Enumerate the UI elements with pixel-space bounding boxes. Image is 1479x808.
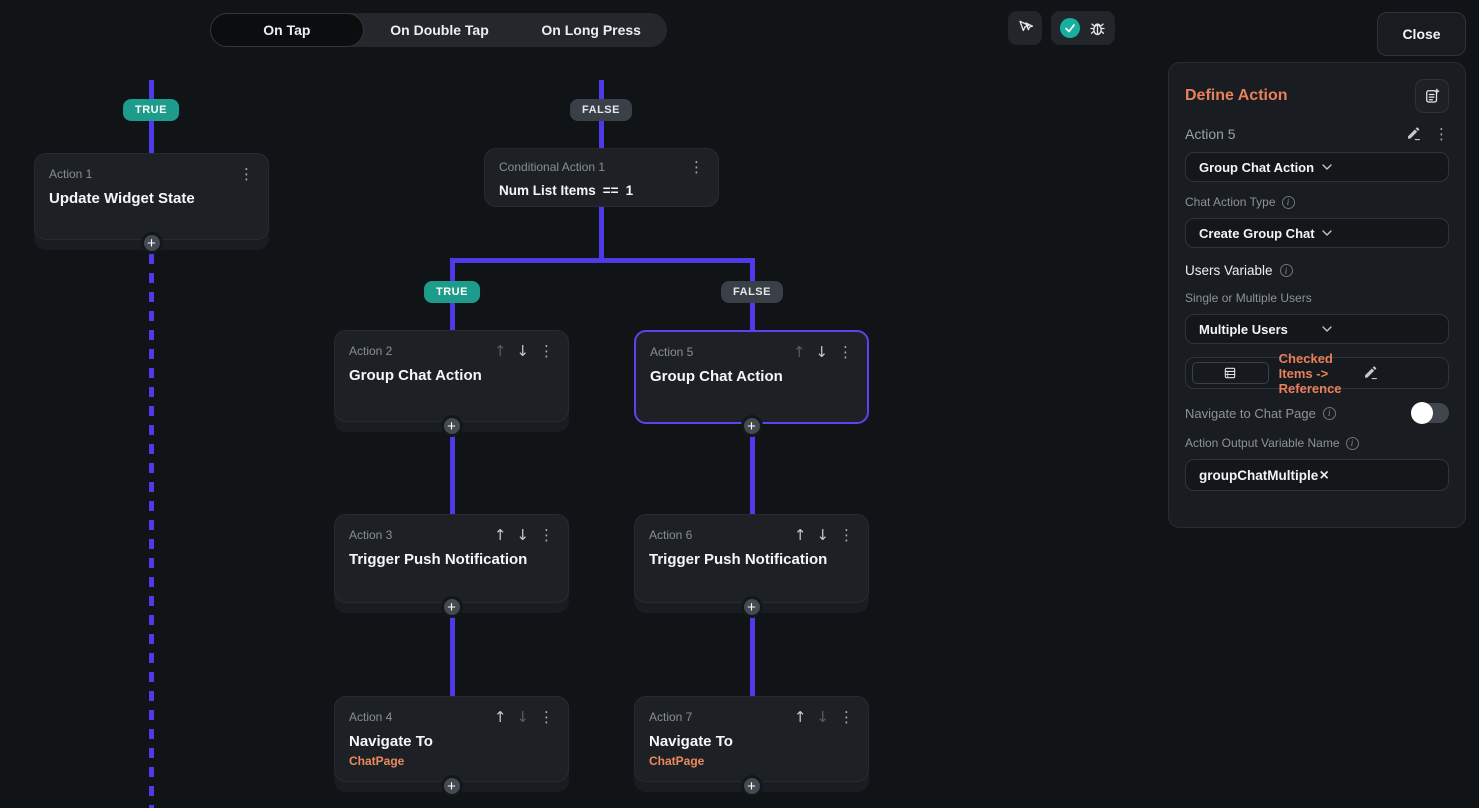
action-node-4[interactable]: Action 4 ↑ ↓ ⋮ Navigate To ChatPage + <box>334 696 569 797</box>
action-title: Group Chat Action <box>650 368 783 385</box>
action-title: Group Chat Action <box>349 367 482 384</box>
kebab-menu-icon[interactable]: ⋮ <box>1434 125 1449 143</box>
navigate-target: ChatPage <box>649 754 705 768</box>
kebab-menu-icon[interactable]: ⋮ <box>839 708 854 726</box>
action-label: Action 7 <box>649 710 693 724</box>
action-title: Navigate To <box>649 733 733 750</box>
add-action-button[interactable]: + <box>740 775 763 797</box>
action-label: Action 1 <box>49 167 93 181</box>
add-action-button[interactable]: + <box>440 775 463 797</box>
edit-icon[interactable] <box>1363 365 1438 381</box>
action-title: Update Widget State <box>49 190 195 207</box>
run-debug-group <box>1051 11 1115 45</box>
trigger-tabset: On Tap On Double Tap On Long Press <box>210 13 667 47</box>
move-up-icon[interactable]: ↑ <box>792 343 806 361</box>
false-badge: FALSE <box>721 281 783 303</box>
move-down-icon[interactable]: ↓ <box>815 343 828 361</box>
action-node-2[interactable]: Action 2 ↑ ↓ ⋮ Group Chat Action + <box>334 330 569 437</box>
action-label: Conditional Action 1 <box>499 160 606 174</box>
edit-icon[interactable] <box>1406 126 1422 142</box>
add-action-button[interactable]: + <box>440 596 463 618</box>
action-title: Navigate To <box>349 733 433 750</box>
navigate-target: ChatPage <box>349 754 405 768</box>
action-node-3[interactable]: Action 3 ↑ ↓ ⋮ Trigger Push Notification… <box>334 514 569 618</box>
kebab-menu-icon[interactable]: ⋮ <box>838 343 853 361</box>
chat-action-type-select[interactable]: Create Group Chat <box>1185 218 1449 248</box>
move-down-icon[interactable]: ↓ <box>816 708 829 726</box>
copy-add-icon <box>1423 87 1441 105</box>
action-label: Action 2 <box>349 344 393 358</box>
action-label: Action 5 <box>650 345 694 359</box>
cursors-button[interactable] <box>1008 11 1042 45</box>
clear-icon[interactable]: × <box>1318 467 1330 483</box>
navigate-to-chat-label: Navigate to Chat Page <box>1185 405 1316 421</box>
move-up-icon[interactable]: ↑ <box>493 342 507 360</box>
action-node-1[interactable]: Action 1 ⋮ Update Widget State + <box>34 153 269 254</box>
output-variable-label: Action Output Variable Name <box>1185 436 1340 450</box>
move-down-icon[interactable]: ↓ <box>516 342 529 360</box>
table-icon <box>1192 362 1269 384</box>
chevron-down-icon <box>1319 159 1439 175</box>
kebab-menu-icon[interactable]: ⋮ <box>689 158 704 176</box>
action-label: Action 3 <box>349 528 393 542</box>
action-title: Trigger Push Notification <box>649 551 828 568</box>
false-badge: FALSE <box>570 99 632 121</box>
panel-title: Define Action <box>1185 87 1288 104</box>
true-badge: TRUE <box>123 99 179 121</box>
info-icon: i <box>1322 406 1336 420</box>
action-title: Trigger Push Notification <box>349 551 528 568</box>
move-down-icon[interactable]: ↓ <box>816 526 829 544</box>
kebab-menu-icon[interactable]: ⋮ <box>539 342 554 360</box>
move-up-icon[interactable]: ↑ <box>493 708 507 726</box>
check-circle-icon[interactable] <box>1059 18 1080 38</box>
add-action-button[interactable]: + <box>740 596 763 618</box>
info-icon: i <box>1281 195 1295 209</box>
single-or-multiple-select[interactable]: Multiple Users <box>1185 314 1449 344</box>
chat-action-type-label: Chat Action Type <box>1185 195 1276 209</box>
tab-on-tap[interactable]: On Tap <box>210 13 364 47</box>
condition-expression: Num List Items==1 <box>499 183 634 198</box>
conditional-node-1[interactable]: Conditional Action 1 ⋮ Num List Items==1 <box>484 148 719 207</box>
connector-line-dashed <box>148 254 154 808</box>
action-node-7[interactable]: Action 7 ↑ ↓ ⋮ Navigate To ChatPage + <box>634 696 869 797</box>
action-label: Action 4 <box>349 710 393 724</box>
move-up-icon[interactable]: ↑ <box>793 708 807 726</box>
action-type-select[interactable]: Group Chat Action <box>1185 152 1449 182</box>
info-icon: i <box>1345 436 1359 450</box>
action-node-6[interactable]: Action 6 ↑ ↓ ⋮ Trigger Push Notification… <box>634 514 869 618</box>
add-action-button[interactable]: + <box>140 232 163 254</box>
add-action-button[interactable]: + <box>740 415 763 437</box>
define-action-panel: Define Action Action 5 <box>1168 62 1466 528</box>
kebab-menu-icon[interactable]: ⋮ <box>539 708 554 726</box>
kebab-menu-icon[interactable]: ⋮ <box>239 165 254 183</box>
kebab-menu-icon[interactable]: ⋮ <box>839 526 854 544</box>
add-action-button[interactable]: + <box>440 415 463 437</box>
single-or-multiple-label: Single or Multiple Users <box>1185 291 1312 305</box>
output-variable-input[interactable]: groupChatMultiple × <box>1185 459 1449 491</box>
connector-branch-line <box>449 258 755 263</box>
copy-action-button[interactable] <box>1415 79 1449 113</box>
bug-icon[interactable] <box>1088 19 1107 38</box>
tab-on-double-tap[interactable]: On Double Tap <box>390 22 489 38</box>
action-label: Action 6 <box>649 528 693 542</box>
move-down-icon[interactable]: ↓ <box>516 708 529 726</box>
move-up-icon[interactable]: ↑ <box>793 526 807 544</box>
move-down-icon[interactable]: ↓ <box>516 526 529 544</box>
chevron-down-icon <box>1319 225 1439 241</box>
tab-on-long-press[interactable]: On Long Press <box>541 22 641 38</box>
chevron-down-icon <box>1319 321 1439 337</box>
close-button[interactable]: Close <box>1377 12 1466 56</box>
kebab-menu-icon[interactable]: ⋮ <box>539 526 554 544</box>
cursors-icon <box>1015 18 1035 38</box>
action-node-5-selected[interactable]: Action 5 ↑ ↓ ⋮ Group Chat Action + <box>634 330 869 437</box>
users-variable-value-button[interactable]: Checked Items -> Reference <box>1185 351 1449 396</box>
info-icon: i <box>1279 264 1293 277</box>
true-badge: TRUE <box>424 281 480 303</box>
navigate-to-chat-toggle[interactable] <box>1411 402 1449 424</box>
users-variable-label: Users Variable <box>1185 263 1273 278</box>
selected-action-name: Action 5 <box>1185 126 1236 142</box>
move-up-icon[interactable]: ↑ <box>493 526 507 544</box>
